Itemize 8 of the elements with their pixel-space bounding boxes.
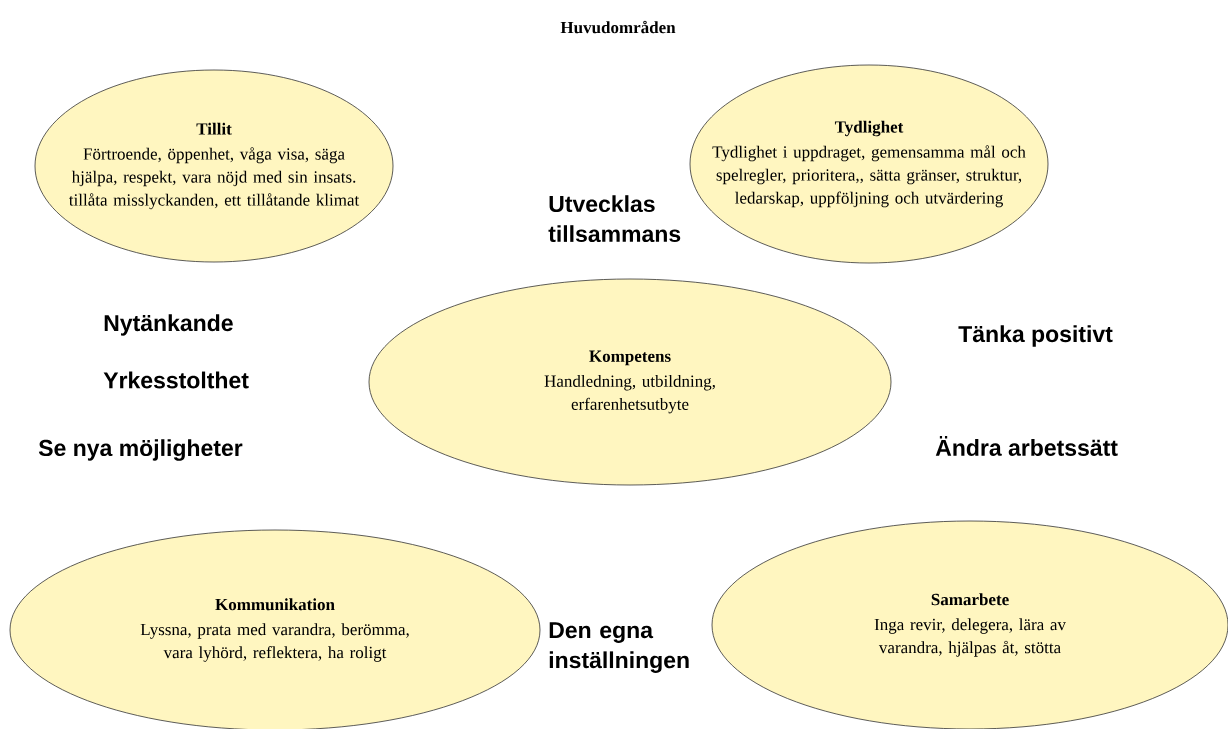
title: Huvudområden (560, 20, 676, 34)
keyword-label: Nytänkande (104, 314, 233, 336)
keyword-label: Den egna inställningen (549, 622, 689, 673)
keyword-label: Tänka positivt (958, 325, 1113, 347)
keyword-label: Utvecklas tillsammans (548, 195, 681, 243)
keyword-label: Yrkesstolthet (103, 371, 249, 389)
keyword-label: Ändra arbetssätt (935, 436, 1118, 456)
keyword-label: Se nya möjligheter (38, 439, 243, 461)
